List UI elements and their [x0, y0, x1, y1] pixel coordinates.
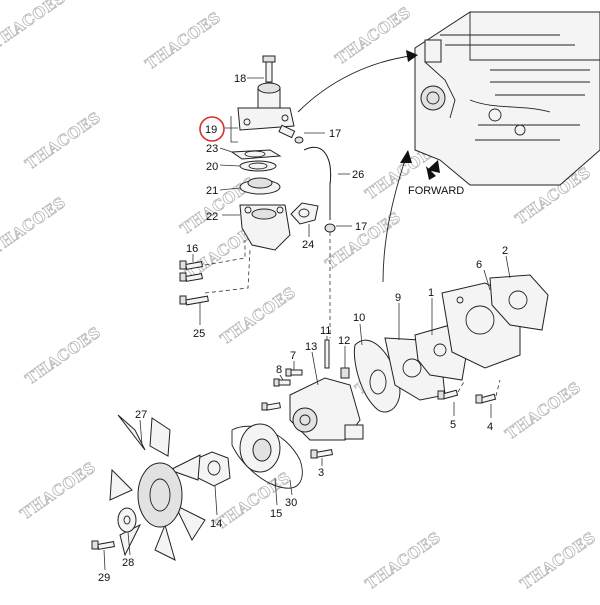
watermark-text: THACOES [502, 378, 584, 443]
forward-arrow-icon [426, 160, 440, 180]
watermark-text: THACOES [0, 193, 69, 258]
watermark-text: THACOES [322, 208, 404, 273]
stud-11 [324, 339, 330, 369]
callout-8: 8 [276, 364, 282, 376]
alignment-line [204, 249, 251, 294]
callout-23: 23 [206, 143, 218, 155]
callout-6: 6 [476, 259, 482, 271]
callout-20: 20 [206, 161, 218, 173]
callout-15: 15 [270, 508, 282, 520]
watermark-text: THACOES [22, 323, 104, 388]
callout-13: 13 [305, 341, 317, 353]
bolt-5 [437, 389, 459, 400]
arrowhead-icon [400, 150, 412, 163]
thermostat-cover [237, 82, 295, 131]
pulley-15 [239, 423, 281, 473]
callout-1: 1 [428, 287, 434, 299]
callout-labels: 18 19 23 20 21 22 17 26 17 24 16 25 11 1… [98, 73, 508, 584]
leader-lines [103, 77, 511, 571]
callout-14: 14 [210, 518, 222, 530]
gasket-2 [489, 274, 549, 331]
callout-5: 5 [450, 419, 456, 431]
callout-29: 29 [98, 572, 110, 584]
bolt-16 [179, 260, 203, 270]
callout-18: 18 [234, 73, 246, 85]
bolt-4 [475, 393, 497, 404]
watermark-text: THACOES [217, 283, 299, 348]
bolt-29 [91, 540, 115, 550]
callout-10: 10 [353, 312, 365, 324]
fitting-12 [340, 367, 350, 379]
reference-arrow [297, 55, 411, 113]
callout-24: 24 [302, 239, 314, 251]
watermark-text: THACOES [0, 0, 69, 53]
bolt-8 [273, 378, 291, 387]
callout-2: 2 [502, 245, 508, 257]
hose-26 [303, 147, 332, 220]
callout-19: 19 [205, 124, 217, 136]
thermostat-21 [239, 177, 281, 195]
arrowhead-icon [406, 50, 418, 62]
callout-30: 30 [285, 497, 297, 509]
highlight-circle [199, 116, 225, 142]
callout-7: 7 [290, 350, 296, 362]
callout-26: 26 [352, 169, 364, 181]
watermark-text: THACOES [332, 3, 414, 68]
gasket-10 [353, 339, 401, 413]
spacer-14 [197, 451, 231, 487]
callout-21: 21 [206, 185, 218, 197]
callout-16: 16 [186, 243, 198, 255]
alignment-line [204, 240, 246, 266]
callout-9: 9 [395, 292, 401, 304]
thermostat-housing-22 [239, 204, 291, 251]
bolt-3 [310, 449, 333, 459]
bolt-25 [179, 295, 209, 306]
callout-17-upper: 17 [329, 128, 341, 140]
reference-arrow [382, 159, 406, 283]
thermostat-20 [239, 160, 277, 172]
gasket-24 [290, 202, 319, 225]
cooling-fan-27 [109, 414, 206, 561]
alignment-line [495, 379, 501, 397]
bolt-18 [262, 55, 276, 83]
watermark-text: THACOES [517, 528, 599, 593]
forward-label: FORWARD [408, 185, 464, 197]
callout-25: 25 [193, 328, 205, 340]
callout-4: 4 [487, 421, 493, 433]
washer-28 [117, 507, 137, 533]
gasket-23 [230, 149, 282, 160]
callout-22: 22 [206, 211, 218, 223]
bolt-7-second [261, 402, 281, 411]
engine-block [414, 11, 600, 186]
water-pump-13 [289, 377, 364, 441]
callout-12: 12 [338, 335, 350, 347]
callout-27: 27 [135, 409, 147, 421]
hose-clamp-17-lower [324, 223, 336, 233]
watermark-text: THACOES [362, 528, 444, 593]
bolt-7 [285, 368, 303, 377]
bolt-16-second [179, 272, 203, 282]
callout-28: 28 [122, 557, 134, 569]
callout-17-lower: 17 [355, 221, 367, 233]
watermark-text: THACOES [142, 8, 224, 73]
callout-11: 11 [320, 325, 331, 337]
alignment-line [457, 379, 466, 393]
watermark-text: THACOES [17, 458, 99, 523]
hose-fitting-17-upper [278, 124, 304, 144]
callout-3: 3 [318, 467, 324, 479]
watermark-text: THACOES [22, 108, 104, 173]
